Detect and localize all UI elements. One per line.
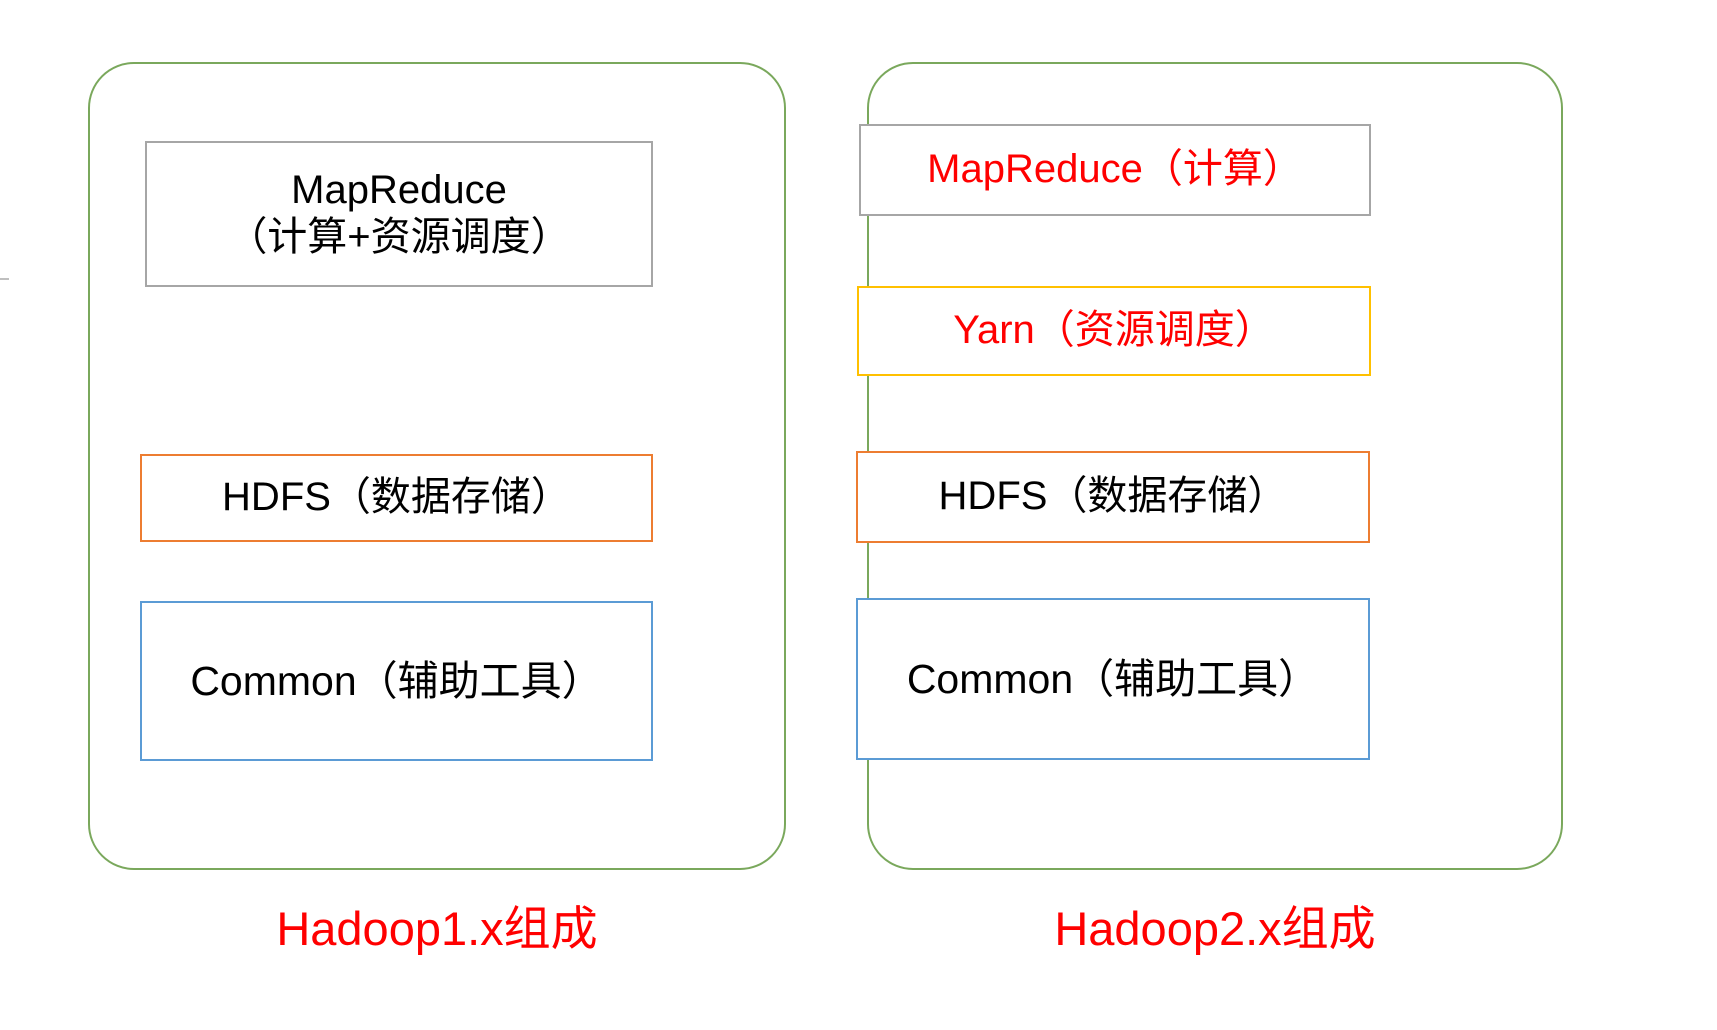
hadoop2-yarn-box: Yarn（资源调度） bbox=[857, 286, 1371, 376]
hadoop1-group-container: MapReduce （计算+资源调度） HDFS（数据存储） Common（辅助… bbox=[88, 62, 786, 870]
hadoop1-caption: Hadoop1.x组成 bbox=[276, 902, 598, 955]
hadoop1-mapreduce-box: MapReduce （计算+资源调度） bbox=[145, 141, 653, 287]
hadoop1-hdfs-box: HDFS（数据存储） bbox=[140, 454, 653, 542]
hadoop2-mapreduce-box: MapReduce（计算） bbox=[859, 124, 1371, 216]
hadoop2-common-box: Common（辅助工具） bbox=[856, 598, 1370, 760]
hadoop2-hdfs-box: HDFS（数据存储） bbox=[856, 451, 1370, 543]
hadoop2-group-container: MapReduce（计算） Yarn（资源调度） HDFS（数据存储） Comm… bbox=[856, 62, 1563, 870]
hadoop1-common-box: Common（辅助工具） bbox=[140, 601, 653, 761]
hadoop2-caption: Hadoop2.x组成 bbox=[1054, 902, 1376, 955]
edge-artifact-mark bbox=[0, 278, 9, 280]
